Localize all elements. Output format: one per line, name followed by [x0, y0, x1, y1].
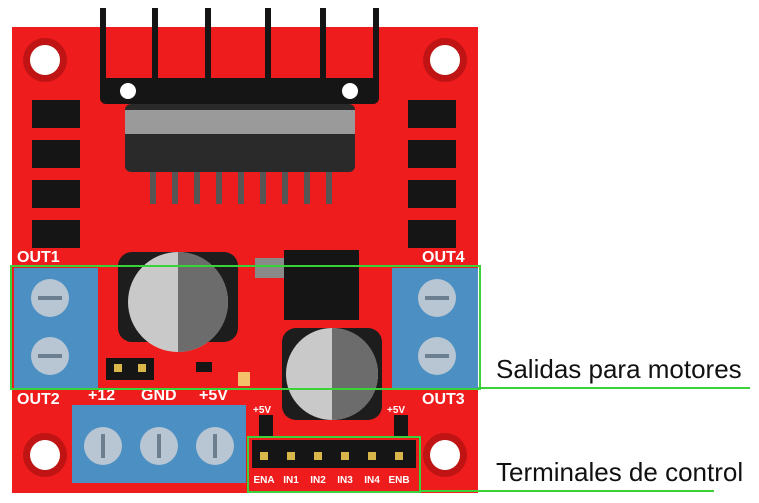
- power-terminal-block: [72, 405, 246, 483]
- pin-label-in4: IN4: [364, 475, 380, 486]
- control-pin-header: [252, 440, 416, 468]
- terminal-block-right: [392, 268, 478, 388]
- capacitor-right: [282, 328, 382, 420]
- highlight-control-terminals: [247, 436, 714, 493]
- label-out3: OUT3: [422, 391, 465, 408]
- highlight-motor-outputs: [10, 265, 750, 390]
- label-plus5v: +5V: [199, 387, 228, 404]
- label-gnd: GND: [141, 387, 177, 404]
- terminal-block-left: [14, 268, 98, 388]
- voltage-regulator: [255, 250, 359, 320]
- smd-component: [196, 362, 212, 372]
- label-plus5v-ena: +5V: [253, 405, 271, 416]
- enable-jumpers: [259, 415, 408, 437]
- pin-label-ena: ENA: [253, 475, 274, 486]
- power-jumper: [106, 358, 154, 380]
- label-out4: OUT4: [422, 249, 465, 266]
- callout-motor-outputs: Salidas para motores: [496, 354, 742, 384]
- capacitor-left: [118, 252, 238, 352]
- driver-chip: [125, 104, 355, 204]
- diodes-right: [408, 100, 456, 248]
- mounting-holes: [23, 38, 467, 477]
- callout-control-terminals: Terminales de control: [496, 457, 743, 487]
- pin-label-enb: ENB: [388, 475, 409, 486]
- label-out2: OUT2: [17, 391, 60, 408]
- control-pin-labels: ENA IN1 IN2 IN3 IN4 ENB: [253, 475, 409, 486]
- label-out1: OUT1: [17, 249, 60, 266]
- diodes-left: [32, 100, 80, 248]
- heatsink: [100, 8, 379, 104]
- pin-label-in1: IN1: [283, 475, 299, 486]
- pin-label-in3: IN3: [337, 475, 353, 486]
- power-led: [238, 372, 250, 386]
- label-plus5v-enb: +5V: [387, 405, 405, 416]
- label-plus12: +12: [88, 387, 115, 404]
- pin-label-in2: IN2: [310, 475, 326, 486]
